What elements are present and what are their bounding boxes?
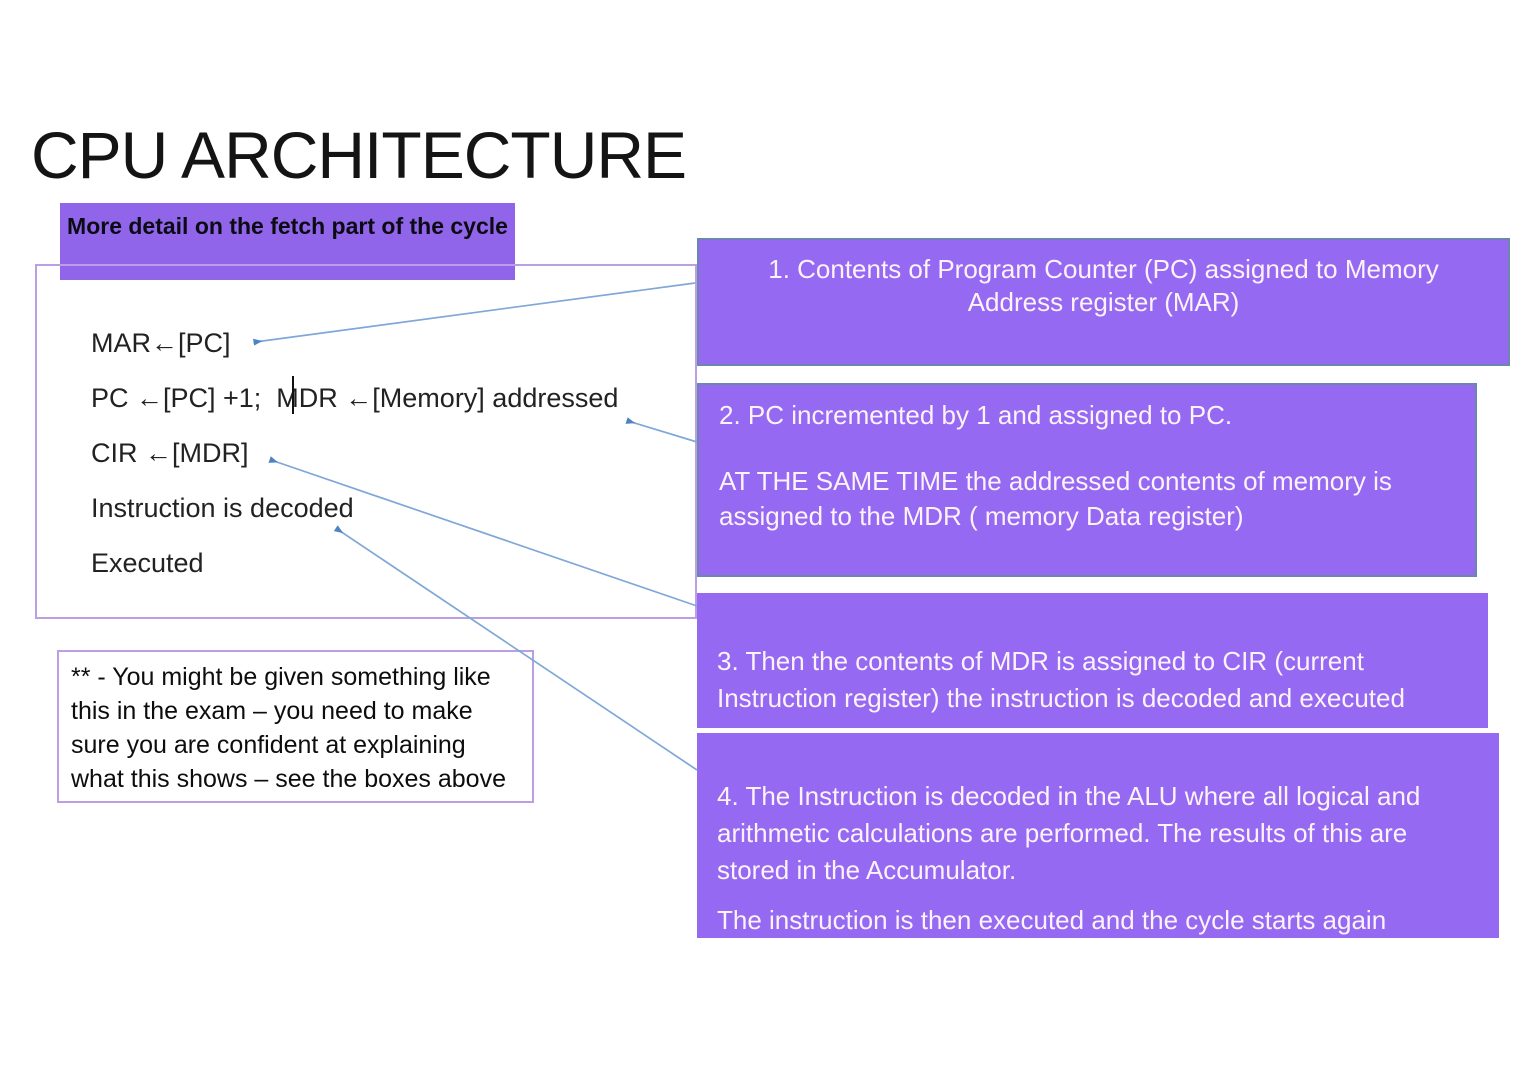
text-cursor [292, 376, 294, 414]
callout-step-2: 2. PC incremented by 1 and assigned to P… [697, 383, 1477, 577]
pseudocode-line-executed: Executed [91, 548, 204, 578]
callout-step-4-text-2: The instruction is then executed and the… [717, 905, 1387, 935]
callout-step-1-text: 1. Contents of Program Counter (PC) assi… [768, 254, 1439, 317]
page-title: CPU ARCHITECTURE [31, 118, 687, 192]
exam-note-box: ** - You might be given something like t… [57, 650, 534, 803]
fetch-pseudocode-box: MAR←[PC] PC ←[PC] +1; MDR ←[Memory] addr… [35, 264, 697, 619]
fetch-detail-header-text: More detail on the fetch part of the cyc… [67, 213, 508, 239]
pseudocode-line-mar: MAR←[PC] [91, 328, 231, 358]
callout-step-3-text: 3. Then the contents of MDR is assigned … [717, 646, 1405, 713]
callout-step-3: 3. Then the contents of MDR is assigned … [697, 593, 1488, 728]
pseudocode-line-cir: CIR ←[MDR] [91, 438, 249, 468]
callout-step-4: 4. The Instruction is decoded in the ALU… [697, 733, 1499, 938]
callout-step-2-text-2: AT THE SAME TIME the addressed contents … [719, 466, 1392, 531]
callout-step-4-text-1: 4. The Instruction is decoded in the ALU… [717, 781, 1421, 885]
pseudocode-line-decoded: Instruction is decoded [91, 493, 354, 523]
fetch-detail-header: More detail on the fetch part of the cyc… [60, 203, 515, 280]
callout-step-1: 1. Contents of Program Counter (PC) assi… [697, 238, 1510, 366]
callout-step-2-text-1: 2. PC incremented by 1 and assigned to P… [719, 400, 1233, 430]
exam-note-text: ** - You might be given something like t… [71, 663, 506, 793]
pseudocode-line-pc-mdr: PC ←[PC] +1; MDR ←[Memory] addressed [91, 383, 619, 413]
